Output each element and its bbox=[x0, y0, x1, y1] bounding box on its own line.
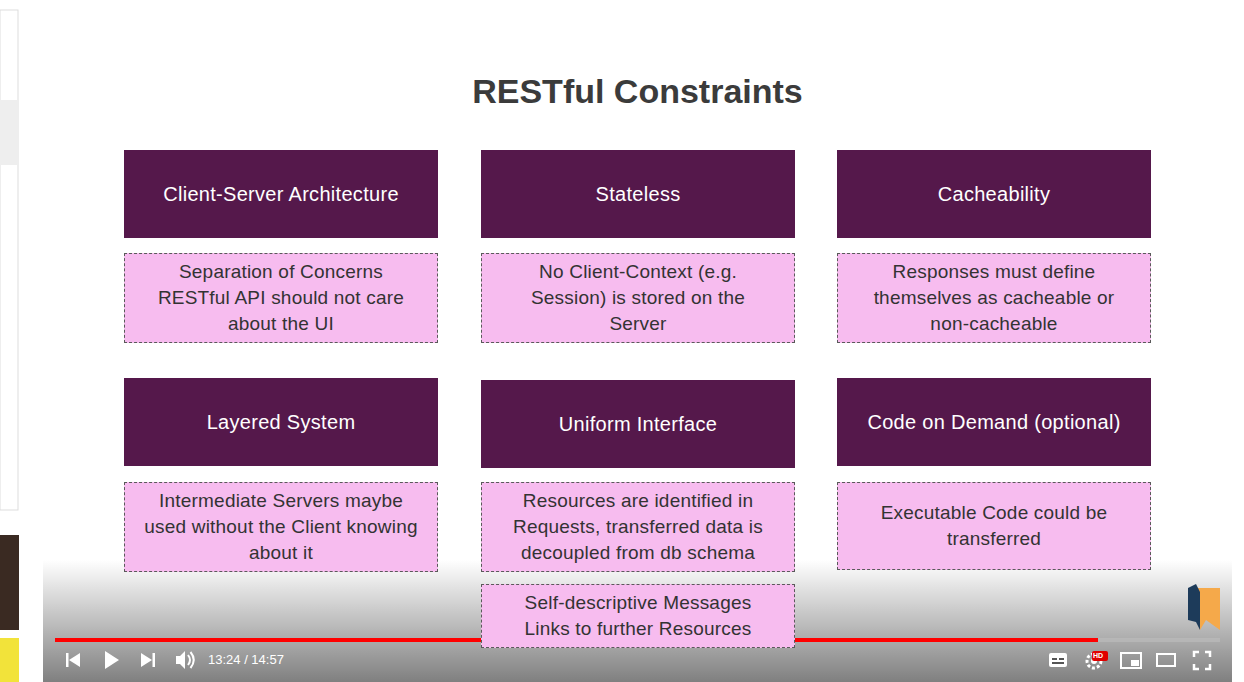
hd-badge-text: HD bbox=[1093, 651, 1103, 661]
constraint-text: Responses must define themselves as cach… bbox=[857, 259, 1131, 337]
constraint-description: Self-descriptive Messages Links to furth… bbox=[481, 584, 795, 648]
constraint-text: Executable Code could be transferred bbox=[857, 500, 1131, 552]
next-icon bbox=[153, 653, 156, 667]
constraint-description: Intermediate Servers maybe used without … bbox=[124, 482, 438, 572]
constraint-text: Layered System bbox=[207, 409, 356, 435]
theater-icon bbox=[1157, 654, 1175, 666]
bookmark-icon bbox=[1188, 584, 1200, 630]
constraint-text: Separation of Concerns RESTful API shoul… bbox=[144, 259, 418, 337]
constraint-text: Resources are identified in Requests, tr… bbox=[501, 488, 775, 566]
prev-icon bbox=[66, 653, 69, 667]
constraint-text: Stateless bbox=[596, 181, 681, 207]
volume-icon bbox=[188, 655, 190, 665]
constraint-description: Resources are identified in Requests, tr… bbox=[481, 482, 795, 572]
constraint-description: Responses must define themselves as cach… bbox=[837, 253, 1151, 343]
constraint-header: Cacheability bbox=[837, 150, 1151, 238]
constraint-text: Intermediate Servers maybe used without … bbox=[144, 488, 418, 566]
miniplayer-icon bbox=[1131, 660, 1139, 666]
fullscreen-icon bbox=[1194, 652, 1210, 669]
control-gradient bbox=[43, 560, 1232, 682]
constraint-description: Executable Code could be transferred bbox=[837, 482, 1151, 570]
constraint-description: No Client-Context (e.g. Session) is stor… bbox=[481, 253, 795, 343]
constraint-header: Client-Server Architecture bbox=[124, 150, 438, 238]
sidebar-panel bbox=[0, 10, 18, 510]
prev-icon bbox=[69, 653, 80, 667]
constraint-description: Separation of Concerns RESTful API shoul… bbox=[124, 253, 438, 343]
subtitles-icon bbox=[1059, 658, 1064, 660]
constraint-text: Uniform Interface bbox=[559, 411, 718, 437]
constraint-header: Stateless bbox=[481, 150, 795, 238]
constraint-header: Uniform Interface bbox=[481, 380, 795, 468]
subtitles-icon bbox=[1052, 662, 1064, 664]
play-icon bbox=[105, 651, 119, 669]
miniplayer-icon bbox=[1121, 653, 1141, 668]
player-controls bbox=[66, 651, 1210, 669]
constraint-text: Self-descriptive Messages Links to furth… bbox=[501, 590, 775, 642]
constraint-text: No Client-Context (e.g. Session) is stor… bbox=[501, 259, 775, 337]
next-icon bbox=[141, 653, 152, 667]
volume-icon bbox=[191, 652, 194, 668]
constraint-header: Layered System bbox=[124, 378, 438, 466]
sidebar-thumbnail bbox=[0, 638, 19, 682]
sidebar-thumbnail bbox=[0, 535, 19, 630]
hd-badge bbox=[1092, 651, 1108, 661]
constraint-header: Code on Demand (optional) bbox=[837, 378, 1151, 466]
slide-title: RESTful Constraints bbox=[43, 72, 1232, 111]
constraint-text: Code on Demand (optional) bbox=[867, 409, 1120, 435]
subtitles-icon bbox=[1049, 653, 1067, 667]
video-time: 13:24 / 14:57 bbox=[208, 652, 284, 668]
constraint-text: Cacheability bbox=[938, 181, 1051, 207]
constraint-text: Client-Server Architecture bbox=[163, 181, 399, 207]
sidebar-highlight bbox=[0, 100, 18, 165]
subtitles-icon bbox=[1052, 658, 1057, 660]
volume-icon bbox=[176, 651, 185, 669]
